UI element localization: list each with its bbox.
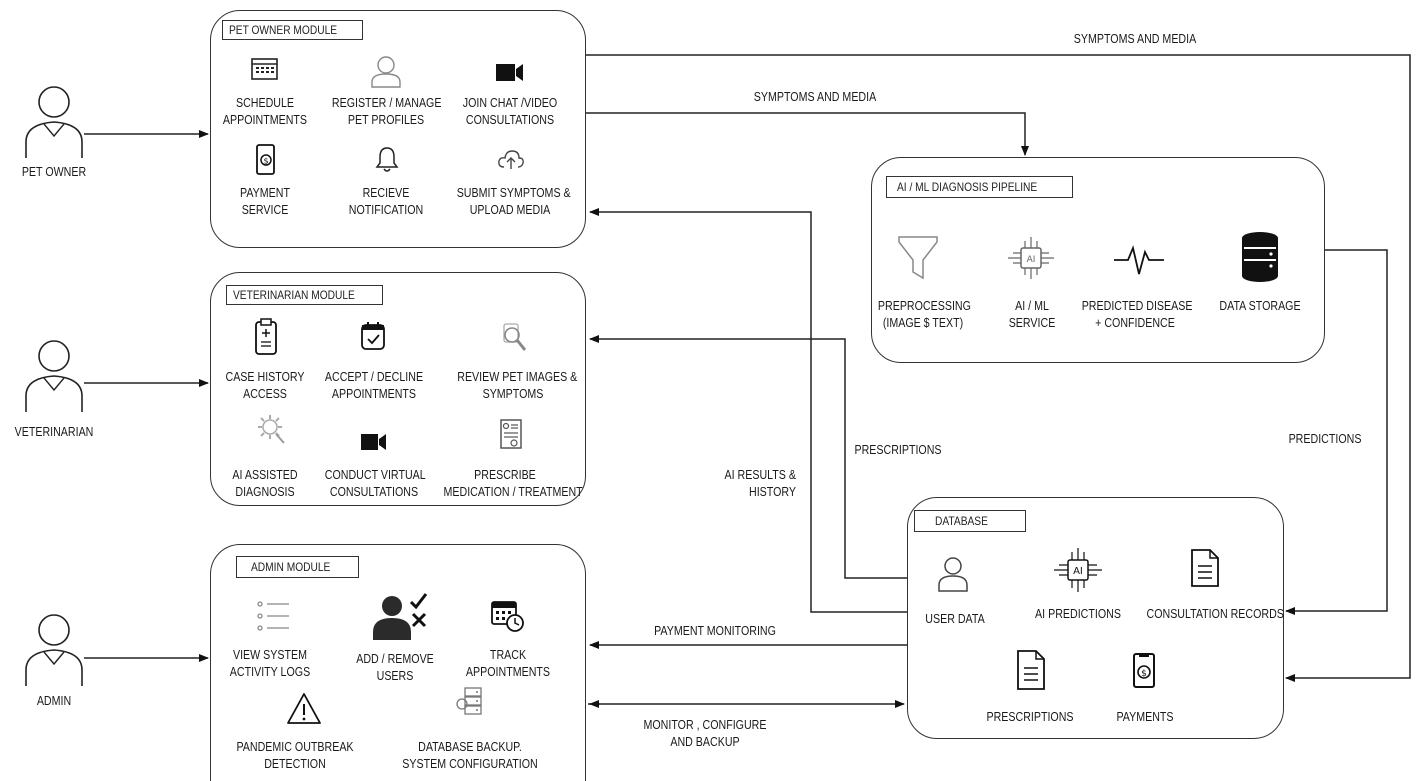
actor-admin-label: ADMIN bbox=[36, 693, 72, 708]
calendar-icon bbox=[251, 58, 278, 80]
user-manage-icon bbox=[373, 593, 428, 640]
flow-symptoms-top-label: SYMPTOMS AND MEDIA bbox=[1073, 31, 1197, 46]
user-data-label: USER DATA bbox=[925, 611, 985, 626]
arrow-prescriptions-to-vet bbox=[589, 335, 907, 579]
payments-label: PAYMENTS bbox=[1116, 709, 1174, 724]
prescriptions-label: PRESCRIPTIONS bbox=[986, 709, 1074, 724]
calendar-check-icon bbox=[361, 322, 385, 350]
svg-text:AI: AI bbox=[1073, 566, 1083, 577]
video-camera-icon bbox=[361, 434, 386, 450]
server-gear-icon bbox=[456, 687, 482, 715]
warning-icon bbox=[287, 693, 321, 724]
veterinarian-actor-icon bbox=[25, 340, 83, 412]
pipeline-title: AI / ML DIAGNOSIS PIPELINE bbox=[886, 176, 1073, 198]
svg-text:AI: AI bbox=[1027, 255, 1036, 265]
document-icon bbox=[1017, 650, 1045, 690]
calendar-clock-icon bbox=[491, 601, 524, 632]
flow-predictions-label: PREDICTIONS bbox=[1288, 431, 1362, 446]
video-camera-icon bbox=[496, 64, 523, 81]
svg-text:$: $ bbox=[1141, 669, 1147, 679]
svg-text:$: $ bbox=[263, 157, 268, 166]
actor-pet-owner-label: PET OWNER bbox=[21, 164, 87, 179]
flow-prescriptions-label: PRESCRIPTIONS bbox=[854, 442, 942, 457]
magnifier-icon bbox=[503, 323, 527, 351]
prescription-icon bbox=[500, 419, 522, 449]
funnel-icon bbox=[898, 236, 938, 280]
review-pet-images-label: REVIEW PET IMAGES &SYMPTOMS bbox=[457, 369, 578, 401]
pulse-icon bbox=[1114, 245, 1164, 275]
database-box bbox=[907, 497, 1284, 739]
flow-payment-monitoring-label: PAYMENT MONITORING bbox=[654, 623, 776, 638]
payment-phone-icon: $ bbox=[256, 144, 275, 175]
submit-symptoms-upload-label: SUBMIT SYMPTOMS &UPLOAD MEDIA bbox=[456, 185, 571, 217]
arrow-predictions-to-database bbox=[1285, 249, 1388, 615]
ai-chip-icon: AI bbox=[1008, 237, 1054, 279]
admin-module-title: ADMIN MODULE bbox=[236, 556, 360, 578]
flow-symptoms-mid-label: SYMPTOMS AND MEDIA bbox=[753, 89, 877, 104]
database-title: DATABASE bbox=[914, 510, 1027, 532]
document-icon bbox=[1191, 549, 1219, 587]
data-storage-label: DATA STORAGE bbox=[1219, 298, 1301, 313]
arrow-symptoms-to-database bbox=[586, 54, 1411, 682]
pet-owner-actor-icon bbox=[25, 86, 83, 158]
admin-module bbox=[210, 544, 586, 781]
preprocessing-label: PREPROCESSING(IMAGE $ TEXT) bbox=[877, 298, 971, 330]
predicted-disease-label: PREDICTED DISEASE+ CONFIDENCE bbox=[1081, 298, 1193, 330]
user-icon bbox=[371, 56, 401, 88]
vet-module-title: VETERINARIAN MODULE bbox=[226, 285, 384, 305]
cloud-upload-icon bbox=[498, 150, 524, 169]
actor-veterinarian-label: VETERINARIAN bbox=[14, 424, 94, 439]
arrow-ai-results-to-petowner bbox=[589, 208, 907, 613]
veterinarian-module bbox=[210, 272, 586, 506]
consultation-records-label: CONSULTATION RECORDS bbox=[1146, 606, 1284, 621]
admin-actor-icon bbox=[25, 614, 83, 686]
flow-ai-results-label: AI RESULTS &HISTORY bbox=[724, 467, 796, 499]
database-backup-label: DATABASE BACKUP.SYSTEM CONFIGURATION bbox=[402, 739, 538, 771]
bell-icon bbox=[375, 147, 399, 172]
ai-chip-icon: AI bbox=[1054, 548, 1102, 592]
arrow-symptoms-to-pipeline bbox=[586, 112, 1029, 156]
payment-phone-icon: $ bbox=[1133, 653, 1155, 688]
pet-owner-module-title: PET OWNER MODULE bbox=[222, 20, 364, 40]
database-icon bbox=[1242, 232, 1278, 282]
ai-predictions-label: AI PREDICTIONS bbox=[1035, 606, 1121, 621]
list-icon bbox=[257, 601, 289, 631]
pet-owner-module bbox=[210, 10, 586, 248]
clipboard-icon bbox=[255, 318, 277, 355]
ai-gear-icon bbox=[258, 415, 285, 444]
user-icon bbox=[938, 557, 968, 592]
